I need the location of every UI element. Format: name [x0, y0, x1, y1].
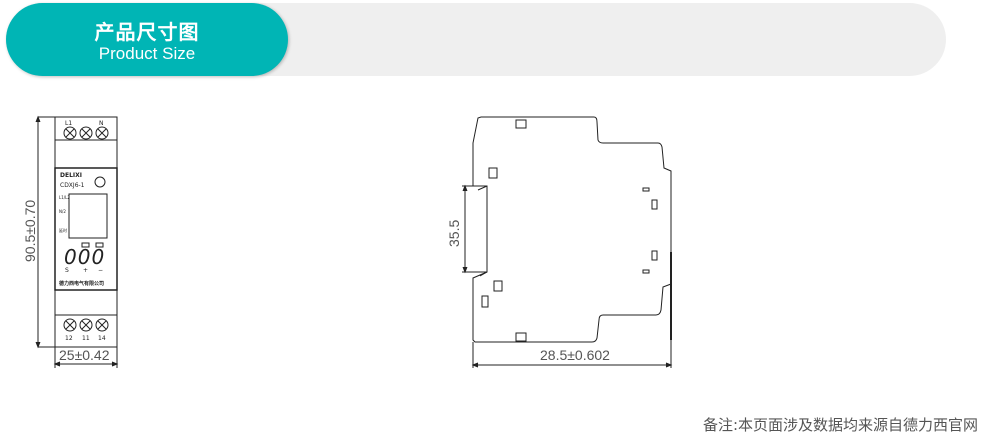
section-title-en: Product Size — [98, 44, 196, 63]
brand-logo: DELIXI — [60, 172, 82, 179]
terminal-label: L1 — [65, 120, 72, 127]
front-view — [35, 115, 119, 368]
section-title-pill: 产品尺寸图 Product Size — [6, 3, 288, 76]
side-label: N/2 — [59, 209, 66, 214]
certification-mark — [94, 176, 106, 188]
section-title-cn: 产品尺寸图 — [94, 20, 200, 44]
model-label: CDXJ6-1 — [60, 182, 85, 189]
footnote: 备注:本页面涉及数据均来源自德力西官网 — [702, 416, 978, 434]
terminal-label: 11 — [82, 335, 90, 342]
top-terminal-screws — [63, 126, 109, 140]
display-digits: 000 — [64, 245, 105, 269]
terminal-label: 12 — [65, 335, 73, 342]
depth-dimension: 28.5±0.602 — [540, 347, 610, 363]
side-label: 延时 — [59, 227, 67, 233]
side-label: L1/L2 — [59, 195, 70, 200]
manufacturer-label: 德力西电气有限公司 — [58, 280, 104, 287]
width-dimension: 25±0.42 — [59, 347, 110, 363]
lcd-window — [68, 193, 108, 239]
button-label: S — [65, 267, 69, 274]
button-label: + — [83, 267, 88, 274]
terminal-label: 14 — [98, 335, 106, 342]
side-view — [462, 116, 673, 368]
height-dimension: 90.5±0.70 — [22, 200, 38, 262]
rail-dimension: 35.5 — [446, 220, 462, 247]
bottom-terminal-screws — [63, 318, 109, 332]
button-label: − — [98, 267, 103, 274]
terminal-label: N — [99, 120, 104, 127]
